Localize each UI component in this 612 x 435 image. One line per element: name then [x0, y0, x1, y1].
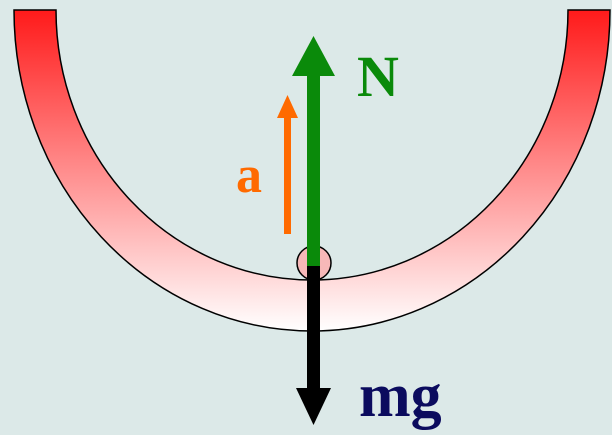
- normal-force-arrow: [292, 36, 335, 266]
- normal-force-label: N: [357, 44, 399, 109]
- curved-track: [13, 9, 611, 332]
- weight-label: mg: [359, 362, 442, 430]
- acceleration-label: a: [236, 147, 262, 204]
- acceleration-arrow: [277, 95, 298, 234]
- weight-arrow: [296, 265, 331, 425]
